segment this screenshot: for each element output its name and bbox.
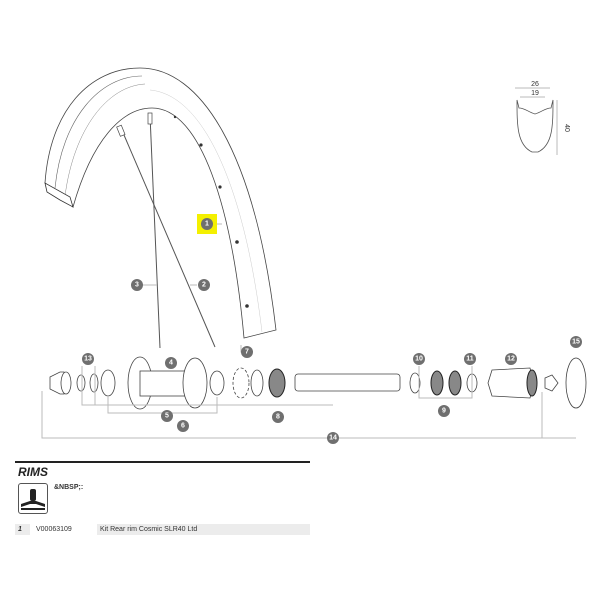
row-ref: V00063109 (32, 524, 96, 535)
svg-text:5: 5 (165, 413, 169, 420)
svg-text:8: 8 (276, 414, 280, 421)
svg-text:13: 13 (84, 356, 92, 363)
svg-text:7: 7 (245, 349, 249, 356)
exploded-wheel-diagram: 26 19 40 (41, 67, 587, 444)
callout-14[interactable]: 14 (327, 432, 339, 444)
svg-text:2: 2 (202, 282, 206, 289)
callout-7[interactable]: 7 (241, 346, 253, 358)
svg-text:4: 4 (169, 360, 173, 367)
callout-1[interactable]: 1 (201, 218, 213, 230)
svg-text:12: 12 (507, 356, 515, 363)
svg-text:3: 3 (135, 282, 139, 289)
table-row[interactable]: 1 V00063109 Kit Rear rim Cosmic SLR40 Lt… (15, 524, 310, 535)
leader-lines (41, 223, 576, 439)
spoke-3[interactable] (149, 114, 161, 349)
callout-8[interactable]: 8 (272, 411, 284, 423)
profile-outer-width: 26 (531, 81, 539, 88)
callout-13[interactable]: 13 (82, 353, 94, 365)
callout-9[interactable]: 9 (438, 405, 450, 417)
profile-height: 40 (563, 124, 570, 132)
rim[interactable] (44, 67, 277, 339)
profile-inner-width: 19 (531, 90, 539, 97)
callout-10[interactable]: 10 (413, 353, 425, 365)
callout-5[interactable]: 5 (161, 410, 173, 422)
hub-parts (49, 356, 587, 410)
tubeless-tire-icon (18, 483, 48, 514)
row-index: 1 (15, 524, 30, 535)
callout-6[interactable]: 6 (177, 420, 189, 432)
rim-profile-section: 26 19 40 (515, 81, 570, 155)
callout-11[interactable]: 11 (464, 353, 476, 365)
svg-text:9: 9 (442, 408, 446, 415)
callout-12[interactable]: 12 (505, 353, 517, 365)
callout-2[interactable]: 2 (198, 279, 210, 291)
svg-text:10: 10 (415, 356, 423, 363)
section-title: RIMS (18, 465, 48, 479)
spoke-2[interactable] (120, 127, 216, 348)
svg-text:15: 15 (572, 339, 580, 346)
callout-15[interactable]: 15 (570, 336, 582, 348)
svg-text:1: 1 (205, 221, 209, 228)
callout-3[interactable]: 3 (131, 279, 143, 291)
svg-text:14: 14 (329, 435, 337, 442)
svg-text:11: 11 (466, 356, 474, 363)
icon-note: &NBSP;: (54, 484, 84, 491)
callout-4[interactable]: 4 (165, 357, 177, 369)
svg-text:6: 6 (181, 423, 185, 430)
row-description: Kit Rear rim Cosmic SLR40 Ltd (97, 524, 310, 535)
section-divider (15, 461, 310, 463)
